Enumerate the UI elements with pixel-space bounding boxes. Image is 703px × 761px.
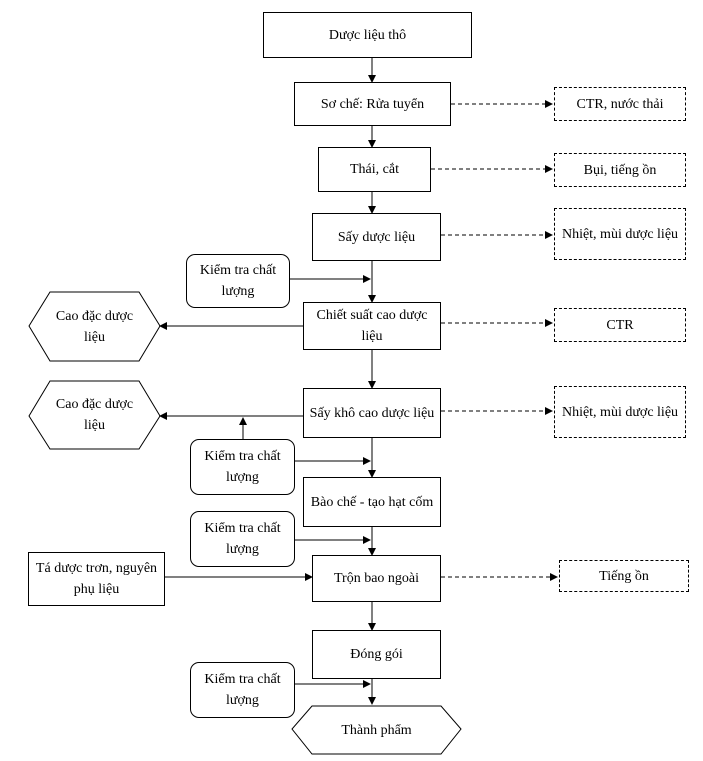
node-drying-label: Sấy dược liệu bbox=[337, 229, 416, 245]
output-cutting-label: Bụi, tiếng ồn bbox=[583, 162, 657, 178]
quality-check-2: Kiểm tra chất lượng bbox=[190, 439, 295, 495]
quality-check-1-label: Kiểm tra chất lượng bbox=[199, 263, 277, 299]
quality-check-1: Kiểm tra chất lượng bbox=[186, 254, 290, 308]
node-cutting-label: Thái, cắt bbox=[350, 162, 399, 177]
quality-check-3: Kiểm tra chất lượng bbox=[190, 511, 295, 567]
hex-product-2 bbox=[28, 380, 161, 450]
output-preprocess-label: CTR, nước thải bbox=[576, 96, 664, 112]
product-extract-1-label: Cao đặc dược liệu bbox=[55, 308, 134, 345]
hex-finished bbox=[291, 705, 462, 755]
node-finished-label: Thành phẩm bbox=[341, 722, 412, 738]
output-coating: Tiếng ồn bbox=[559, 560, 689, 592]
node-packaging: Đóng gói bbox=[312, 630, 441, 679]
output-dry-extract: Nhiệt, mùi dược liệu bbox=[554, 386, 686, 438]
node-dry-extract-label: Sấy khô cao dược liệu bbox=[309, 405, 435, 421]
input-excipients-label: Tá dược trơn, nguyên phụ liệu bbox=[35, 561, 158, 597]
node-preprocess-label: Sơ chế: Rửa tuyển bbox=[320, 96, 425, 112]
node-preprocess: Sơ chế: Rửa tuyển bbox=[294, 82, 451, 126]
node-dry-extract: Sấy khô cao dược liệu bbox=[303, 388, 441, 438]
node-extraction: Chiết suất cao dược liệu bbox=[303, 302, 441, 350]
node-extraction-label: Chiết suất cao dược liệu bbox=[316, 308, 428, 344]
node-raw-material: Dược liệu thô bbox=[263, 12, 472, 58]
node-finished: Thành phẩm bbox=[292, 706, 461, 754]
node-coating-label: Trộn bao ngoài bbox=[333, 571, 420, 586]
product-extract-2: Cao đặc dược liệu bbox=[50, 381, 139, 449]
quality-check-4-label: Kiểm tra chất lượng bbox=[204, 672, 281, 708]
node-granulation-label: Bào chế - tạo hạt cốm bbox=[310, 494, 434, 510]
output-drying: Nhiệt, mùi dược liệu bbox=[554, 208, 686, 260]
product-extract-2-label: Cao đặc dược liệu bbox=[55, 397, 134, 433]
node-coating: Trộn bao ngoài bbox=[312, 555, 441, 602]
output-cutting: Bụi, tiếng ồn bbox=[554, 153, 686, 187]
output-coating-label: Tiếng ồn bbox=[599, 568, 649, 584]
node-granulation: Bào chế - tạo hạt cốm bbox=[303, 477, 441, 527]
node-raw-material-label: Dược liệu thô bbox=[328, 27, 407, 43]
quality-check-4: Kiểm tra chất lượng bbox=[190, 662, 295, 718]
output-extraction-label: CTR bbox=[606, 317, 634, 333]
output-dry-extract-label: Nhiệt, mùi dược liệu bbox=[561, 404, 679, 420]
quality-check-2-label: Kiểm tra chất lượng bbox=[204, 449, 281, 485]
quality-check-3-label: Kiểm tra chất lượng bbox=[204, 521, 281, 557]
output-drying-label: Nhiệt, mùi dược liệu bbox=[561, 226, 679, 242]
node-drying: Sấy dược liệu bbox=[312, 213, 441, 261]
output-extraction: CTR bbox=[554, 308, 686, 342]
node-cutting: Thái, cắt bbox=[318, 147, 431, 192]
output-preprocess: CTR, nước thải bbox=[554, 87, 686, 121]
node-packaging-label: Đóng gói bbox=[350, 647, 403, 662]
product-extract-1: Cao đặc dược liệu bbox=[50, 292, 139, 361]
hex-product-1 bbox=[28, 291, 161, 362]
input-excipients: Tá dược trơn, nguyên phụ liệu bbox=[28, 552, 165, 606]
